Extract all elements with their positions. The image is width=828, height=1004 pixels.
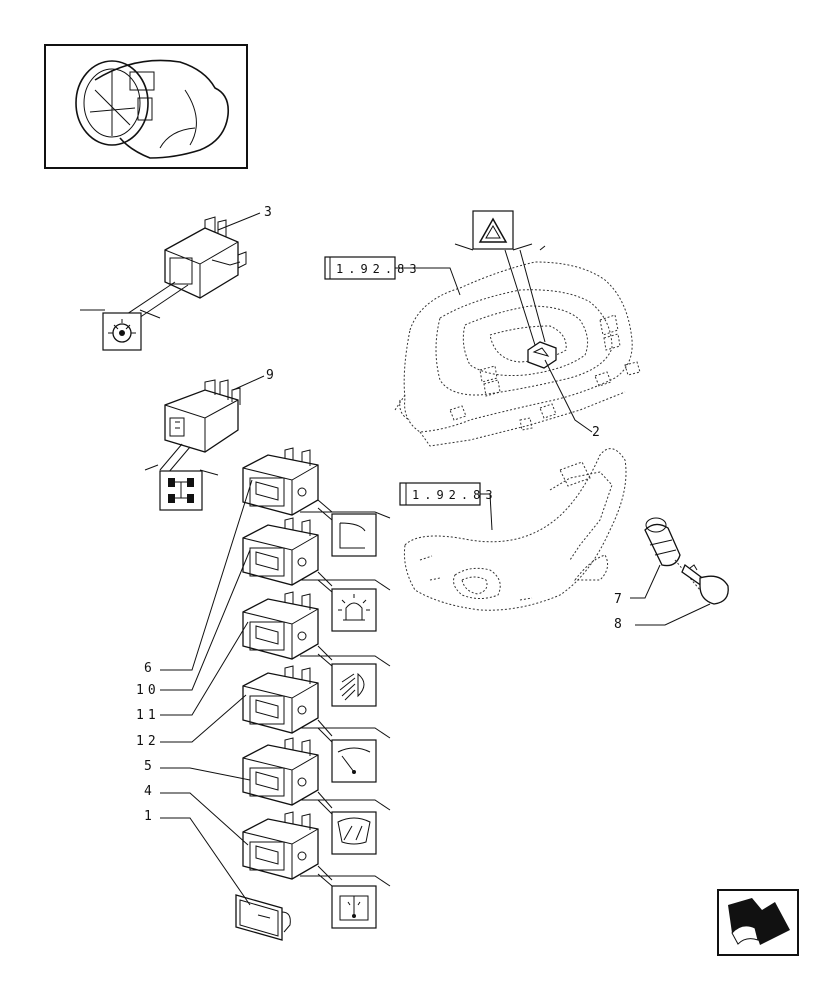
ignition-barrel-part-7 [644,517,701,591]
callout-9: 9 [266,368,278,383]
4wd-icon [159,470,203,511]
callout-6: 6 [144,661,156,676]
callout-leaders-left [160,479,253,906]
switch-part-9: 9 [144,368,278,476]
switch-part-3: 3 [80,205,276,325]
ref-label-lower: 1.92.83 [412,488,498,502]
switch-part-4 [242,811,319,880]
callout-8: 8 [614,617,626,632]
hazard-switch-part-2 [527,341,557,369]
ref-box-lower: 1.92.83 [399,482,498,531]
callout-11: 11 [136,708,160,723]
switch-part-5 [242,737,319,806]
ref-label-upper: 1.92.83 [336,262,422,276]
callout-3: 3 [264,205,276,220]
rear-wiper-icon [300,719,391,783]
work-light-icon [300,499,391,557]
rotating-beacon-icon [300,571,391,632]
ignition-key-part-8 [681,563,729,605]
callout-10: 10 [136,683,160,698]
thumbnail-locator [44,44,248,169]
front-wiper-icon [300,791,391,855]
switch-part-6 [242,447,319,516]
differential-lock-icon [102,312,142,351]
headlight-icon [300,645,391,707]
callout-5: 5 [144,759,156,774]
hazard-warning-icon [454,210,546,251]
callout-1: 1 [144,809,156,824]
upper-dashboard-panel [394,261,641,447]
callout-7: 7 [614,592,626,607]
switch-part-10 [242,517,319,586]
lower-dashboard-panel [404,448,627,611]
switch-part-11 [242,591,319,660]
next-page-button[interactable] [717,889,799,956]
switch-part-12 [242,665,319,734]
next-page-arrow-icon [728,898,790,945]
callout-4: 4 [144,784,156,799]
blanking-plug-part-1 [235,894,291,941]
washer-icon [300,865,391,929]
callout-12: 12 [136,734,160,749]
ref-box-upper: 1.92.83 [324,256,461,296]
callout-2: 2 [592,425,604,440]
